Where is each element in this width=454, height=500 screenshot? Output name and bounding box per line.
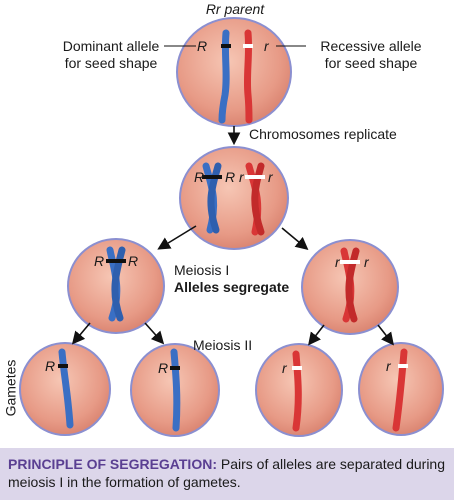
replicated-dominant-chromosome [202,162,222,234]
segregate-label: Alleles segregate [174,279,290,295]
parent-label: Rr parent [195,1,275,18]
arrow-meiosis2-4 [377,324,394,346]
parent-recessive-locus [243,44,253,48]
gamete-3-chromosome [292,350,302,432]
parent-label-text: Rr parent [205,1,265,17]
gamete-2-allele: R [158,360,169,376]
parent-cell [176,17,292,127]
replicated-recessive-chromosome [245,162,265,236]
gamete-1-chromosome [58,348,74,429]
gamete-4-chromosome [392,348,408,432]
dominant-label-line1: Dominant allele [62,38,160,54]
parent-dominant-allele: R [197,38,208,54]
gamete-4-locus [398,364,408,368]
gamete-4-allele: r [386,358,391,374]
recessive-label-line2: for seed shape [324,55,418,71]
parent-dominant-locus [221,44,231,48]
replicate-label: Chromosomes replicate [249,126,397,142]
recessive-allele-label: Recessive allele for seed shape [306,38,436,72]
gamete-3-allele: r [282,360,287,376]
recessive-label-line1: Recessive allele [320,38,422,54]
parent-dominant-chromosome [218,29,230,124]
replicated-dominant-allele-left: R [194,169,205,185]
meiosis1-dominant-chromosome [106,246,126,322]
parent-recessive-allele: r [264,38,269,54]
meiosis1-recessive-allele-left: r [335,254,340,270]
gamete-3-locus [292,366,302,370]
gamete-1-allele: R [45,358,56,374]
meiosis2-label: Meiosis II [193,337,253,353]
gamete-2-locus [170,366,180,370]
meiosis1-label: Meiosis I [174,262,230,278]
principle-text: Pairs of alleles are separated during me… [8,456,446,490]
arrow-meiosis2-1 [71,322,91,345]
arrow-meiosis1-right [281,227,309,251]
replicated-cell [179,146,289,250]
arrow-meiosis2-3 [308,324,325,346]
meiosis1-recessive-allele-right: r [364,254,369,270]
replicated-recessive-allele-right: r [268,169,273,185]
gametes-label: Gametes [2,359,19,417]
dominant-allele-label: Dominant allele for seed shape [55,38,167,72]
meiosis1-dominant-allele-left: R [94,253,105,269]
meiosis1-recessive-chromosome [340,247,360,323]
arrow-meiosis1-left [157,225,197,250]
replicated-recessive-allele-left: r [239,169,244,185]
gamete-1-locus [58,364,68,368]
gamete-2-chromosome [170,348,181,432]
replicated-dominant-allele-right: R [225,169,236,185]
meiosis1-dominant-allele-right: R [128,253,139,269]
parent-recessive-chromosome [243,29,253,124]
principle-heading: PRINCIPLE OF SEGREGATION: [8,456,217,472]
principle-box: PRINCIPLE OF SEGREGATION: Pairs of allel… [0,448,454,500]
dominant-label-line2: for seed shape [64,55,158,71]
arrow-meiosis2-2 [144,322,165,345]
